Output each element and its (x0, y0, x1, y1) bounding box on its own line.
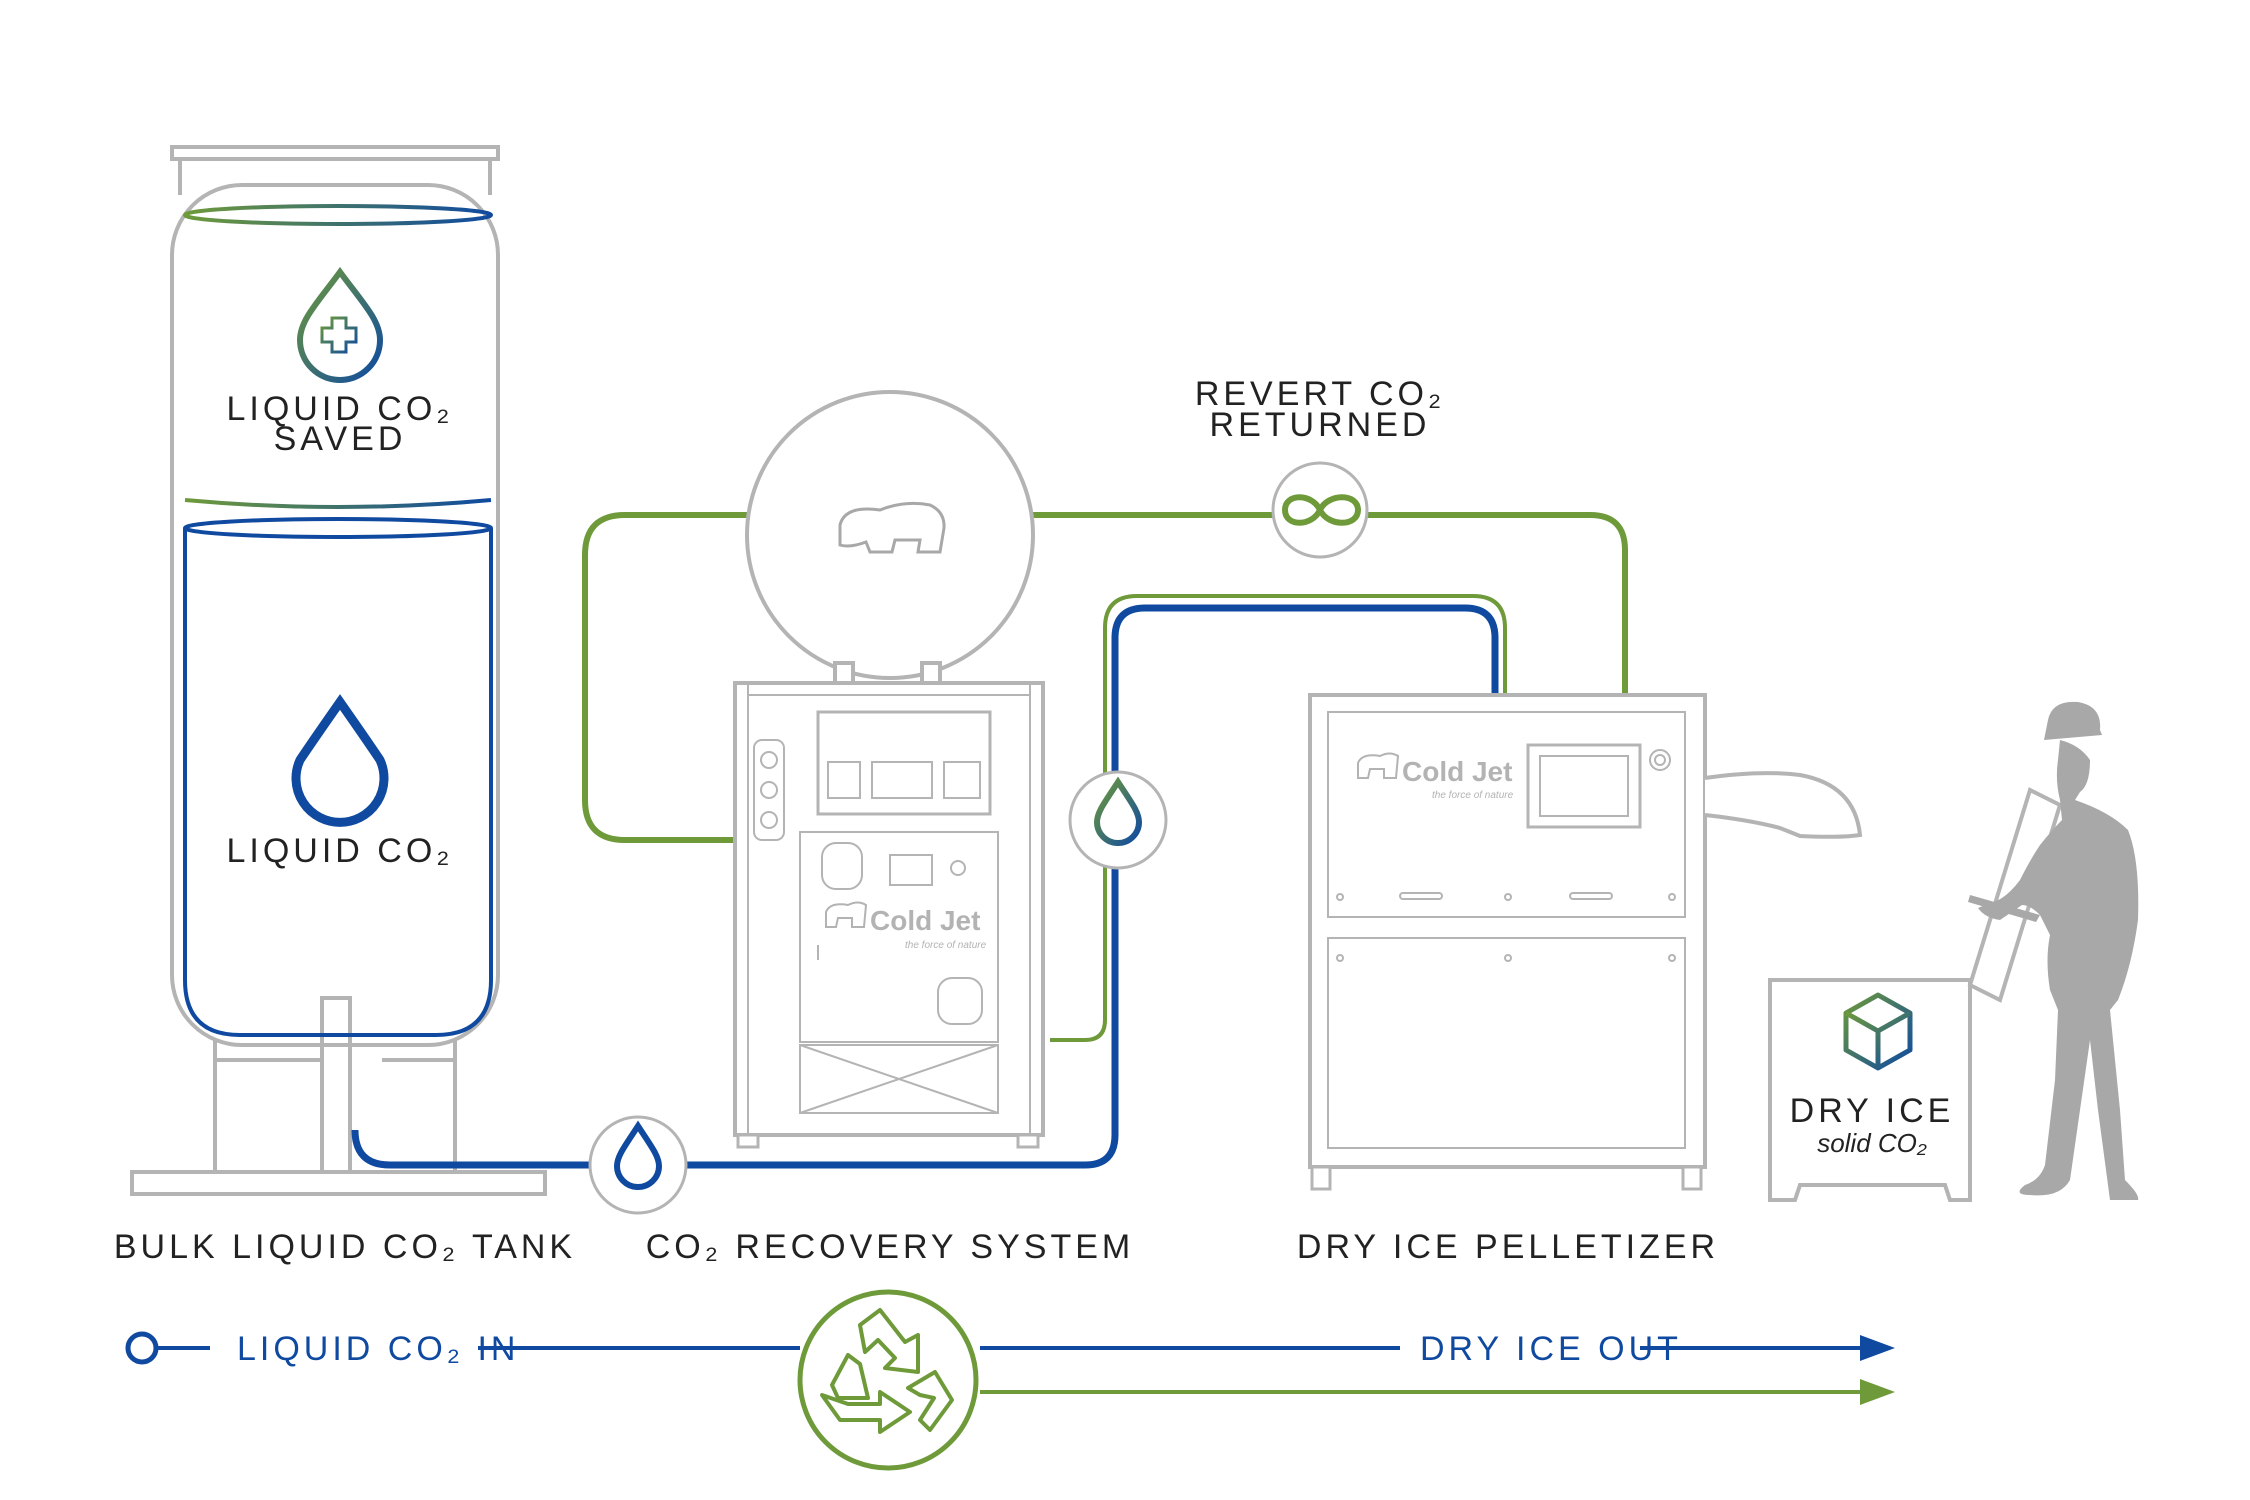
liquid-in-pipe (351, 604, 1499, 1169)
bear-logo-icon (838, 501, 946, 554)
bin-sublabel: solid CO₂ (1817, 1128, 1927, 1158)
revert-label-line2: RETURNED (1210, 406, 1431, 444)
bulk-tank (130, 145, 547, 1196)
pelletizer-brand-text: Cold Jet (1402, 756, 1512, 787)
cube-icon (1843, 992, 1913, 1071)
flow-in-label: LIQUID CO₂ IN (237, 1330, 519, 1368)
revert-label-line1: REVERT CO₂ (1195, 375, 1445, 413)
pelletizer-brand: Cold Jet the force of nature (1357, 752, 1514, 801)
bin-label: DRY ICE (1790, 1092, 1955, 1130)
recovery-brand-text: Cold Jet (870, 905, 980, 936)
liquid-label: LIQUID CO₂ (227, 832, 454, 870)
return-pipe-inner (1050, 594, 1507, 1042)
saved-label-line2: SAVED (274, 420, 407, 458)
infinity-icon (1271, 461, 1369, 559)
recovery-unit (733, 390, 1045, 1149)
recovery-tagline: the force of nature (905, 940, 987, 951)
tank-caption: BULK LIQUID CO₂ TANK (114, 1228, 576, 1266)
revert-pipe (582, 512, 1628, 843)
saved-chamber (183, 204, 493, 509)
drop-icon (291, 694, 389, 827)
saved-label-line1: LIQUID CO₂ (227, 390, 454, 428)
mixed-drop-badge (1068, 770, 1168, 870)
recycle-icon (797, 1289, 979, 1471)
recovery-brand: Cold Jet the force of nature (825, 901, 987, 951)
worker-silhouette-icon (1968, 701, 2139, 1200)
flow-in-marker (125, 1331, 210, 1365)
pelletizer-caption: DRY ICE PELLETIZER (1297, 1228, 1719, 1266)
pelletizer-unit (1308, 693, 1707, 1191)
drop-plus-icon (296, 266, 384, 383)
flow-out-arrow-green (1860, 1379, 1895, 1405)
liquid-chamber (183, 517, 493, 1037)
flow-out-arrow-blue (1860, 1335, 1895, 1361)
liquid-in-badge (588, 1115, 688, 1215)
recovery-caption: CO₂ RECOVERY SYSTEM (646, 1228, 1134, 1266)
output-chute (1704, 771, 1863, 839)
flow-out-label: DRY ICE OUT (1420, 1330, 1682, 1368)
pelletizer-tagline: the force of nature (1432, 790, 1514, 801)
